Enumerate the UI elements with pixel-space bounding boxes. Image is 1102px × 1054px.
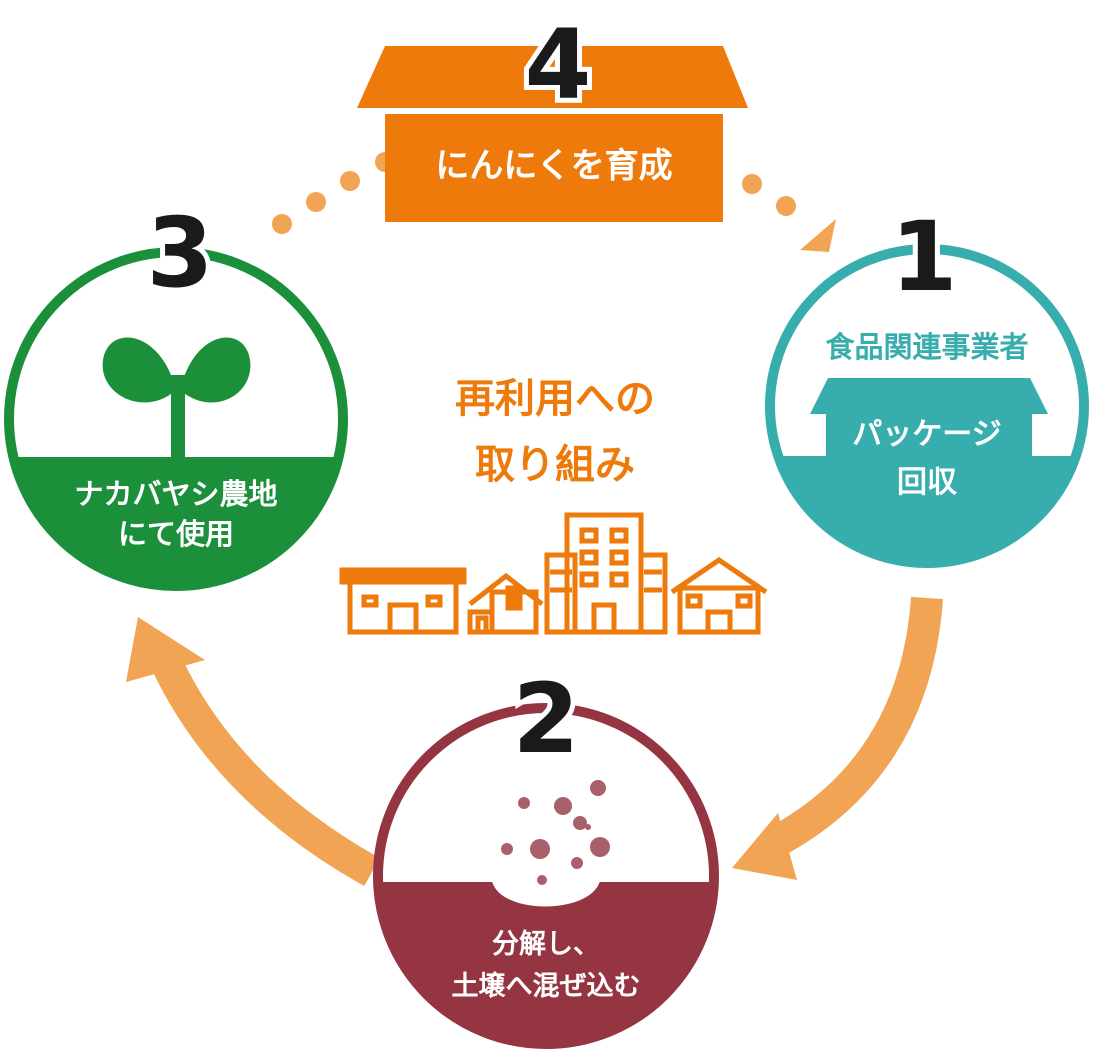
arrow-2-to-3 — [126, 617, 380, 886]
step-3-label-line2: にて使用 — [118, 517, 234, 551]
step-1-title: 食品関連事業者 — [825, 330, 1028, 364]
arrow-1-to-2 — [732, 596, 943, 880]
step-2-number: 2 — [513, 663, 580, 775]
town-buildings-icon — [339, 512, 768, 635]
step-1-label-line1: パッケージ — [852, 417, 1001, 452]
dotted-arrow-3-to-4 — [272, 152, 395, 234]
step-2-label-line2: 土壌へ混ぜ込む — [452, 971, 641, 1002]
sprout-icon — [102, 337, 251, 459]
center-title-line1: 再利用への — [455, 376, 655, 422]
step-4-house — [357, 46, 748, 222]
step-4-number: 4 — [525, 9, 592, 121]
dotted-arrow-4-to-1 — [742, 174, 836, 252]
step-3-number: 3 — [147, 197, 214, 309]
step-1-number: 1 — [891, 201, 958, 313]
step-2-label-line1: 分解し、 — [492, 929, 600, 960]
step-3-circle — [4, 247, 348, 591]
step-4-label: にんにくを育成 — [435, 146, 672, 186]
center-title-line2: 取り組み — [475, 442, 635, 488]
package-house-icon — [810, 378, 1048, 460]
particles-icon — [501, 780, 610, 885]
step-1-label-line2: 回収 — [897, 465, 958, 500]
step-3-label-line1: ナカバヤシ農地 — [74, 477, 277, 511]
